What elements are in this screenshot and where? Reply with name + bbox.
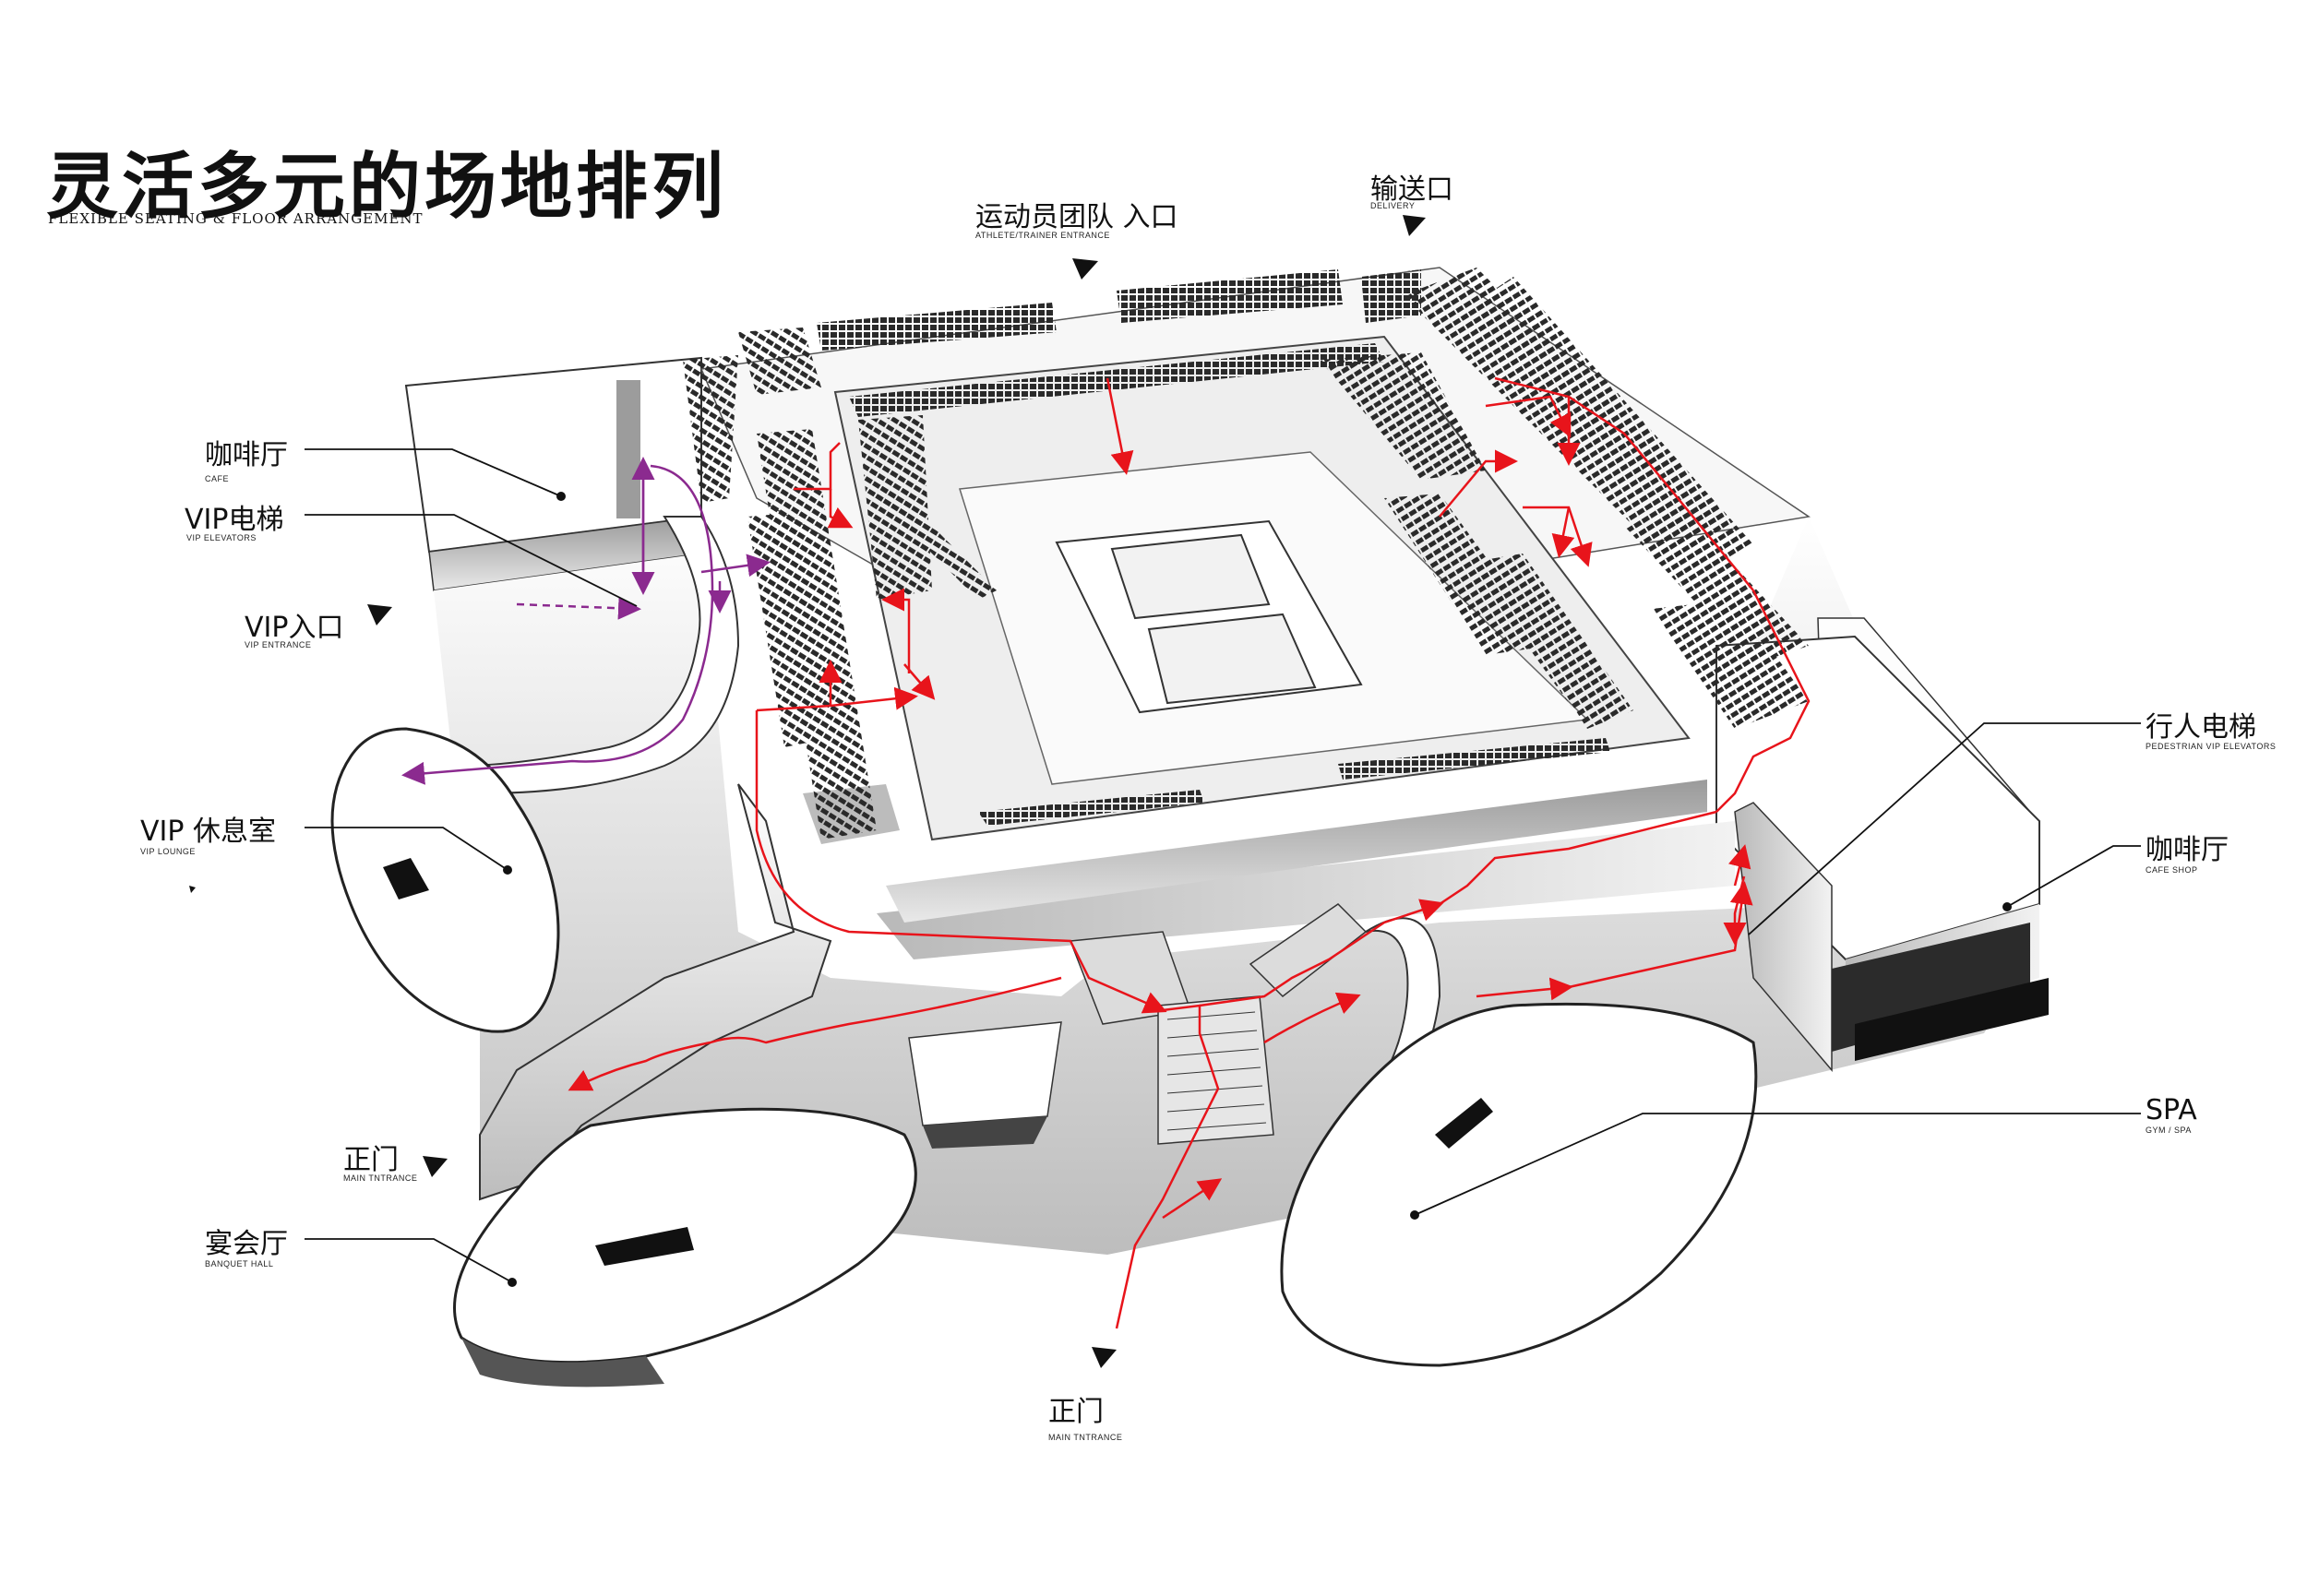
athlete-entrance-label: 运动员团队 入口 xyxy=(975,201,1178,233)
pedestrian-elevators-sublabel: PEDESTRIAN VIP ELEVATORS xyxy=(2146,742,2277,751)
arena xyxy=(683,267,1811,923)
pedestrian-elevators-label: 行人电梯 xyxy=(2146,711,2256,744)
entrance-triangle-icon xyxy=(367,604,392,625)
cafe-left-sublabel: CAFE xyxy=(205,474,230,483)
spa-sublabel: GYM / SPA xyxy=(2146,1126,2192,1135)
main-entrance-bottom-sublabel: MAIN TNTRANCE xyxy=(1048,1433,1123,1442)
entrance-triangle-icon xyxy=(189,886,196,893)
vip-entrance-sublabel: VIP ENTRANCE xyxy=(245,640,312,649)
vip-entrance-label: VIP入口 xyxy=(245,612,344,644)
leader-lines xyxy=(305,448,2141,1283)
leader-dot-icon xyxy=(2002,902,2012,911)
public-route xyxy=(568,376,1811,1329)
athlete-entrance-sublabel: ATHLETE/TRAINER ENTRANCE xyxy=(975,231,1110,240)
banquet-hall-label: 宴会厅 xyxy=(205,1228,288,1260)
entrance-triangle-icon xyxy=(1092,1347,1117,1368)
leader-dot-icon xyxy=(503,865,512,875)
delivery-sublabel: DELIVERY xyxy=(1370,201,1416,210)
leader-dots xyxy=(503,492,2012,1287)
vip-elevators-label: VIP电梯 xyxy=(185,504,284,536)
leader-dot-icon xyxy=(1410,1210,1419,1220)
leader-dot-icon xyxy=(556,492,566,501)
main-entrance-left-sublabel: MAIN TNTRANCE xyxy=(343,1173,418,1183)
main-entrance-left-label: 正门 xyxy=(343,1144,399,1176)
entrance-triangle-icon xyxy=(1072,258,1098,280)
page-title: 灵活多元的场地排列 xyxy=(46,146,728,229)
vip-route xyxy=(401,457,771,785)
vip-elevators-sublabel: VIP ELEVATORS xyxy=(186,533,257,542)
vip-lounge-label: VIP 休息室 xyxy=(140,816,276,848)
entrance-triangle-icon xyxy=(423,1156,448,1177)
spa-label: SPA xyxy=(2146,1094,2197,1126)
cafe-left-label: 咖啡厅 xyxy=(205,439,288,471)
entrance-triangle-icon xyxy=(1403,215,1426,236)
cafe-right-sublabel: CAFE SHOP xyxy=(2146,865,2198,875)
delivery-label: 输送口 xyxy=(1370,173,1453,206)
banquet-hall-sublabel: BANQUET HALL xyxy=(205,1259,274,1268)
cafe-right-label: 咖啡厅 xyxy=(2146,834,2229,866)
vip-lounge-sublabel: VIP LOUNGE xyxy=(140,847,196,856)
main-entrance-bottom-label: 正门 xyxy=(1048,1396,1104,1428)
page-subtitle: FLEXIBLE SEATING & FLOOR ARRANGEMENT xyxy=(48,210,424,227)
entrance-markers xyxy=(189,215,1426,1368)
lower-volumes xyxy=(330,516,2049,1388)
leader-dot-icon xyxy=(508,1278,517,1287)
